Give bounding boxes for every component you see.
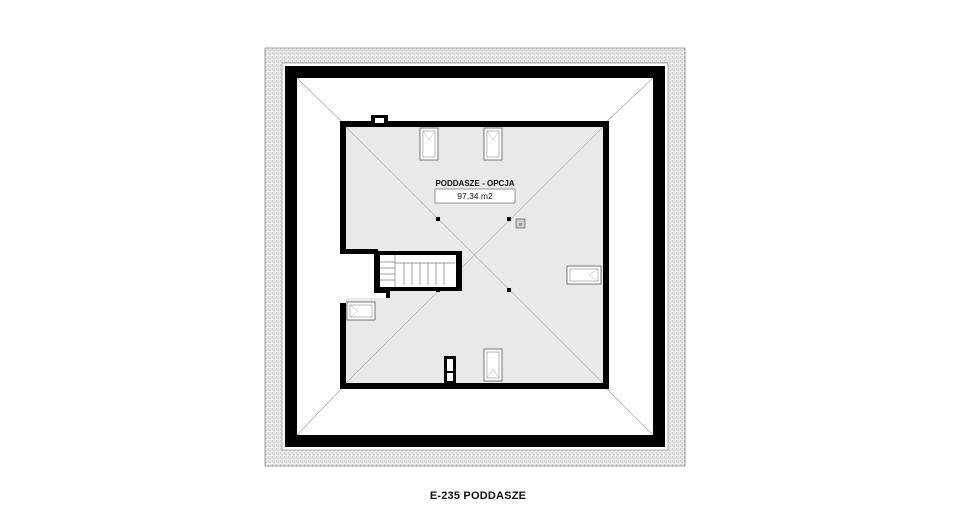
- staircase: [374, 251, 462, 291]
- roof-window-top-right: [483, 127, 503, 161]
- chimney-symbol: Ø: [515, 218, 526, 229]
- room-area-box: [434, 188, 516, 204]
- ridge-lines: [345, 126, 604, 384]
- room-name: PODDASZE - OPCJA: [435, 179, 514, 188]
- room-label-group: PODDASZE - OPCJA 97,34 m2: [434, 179, 516, 204]
- roof-window-right: [566, 265, 602, 285]
- drawing-caption: E-235 PODDASZE: [430, 490, 526, 502]
- vent-duct: [444, 356, 456, 383]
- chimney-symbol-label: Ø: [519, 222, 522, 227]
- roof-window-top-left: [419, 127, 439, 161]
- roof-hip-lines: [296, 77, 654, 436]
- roof-window-left: [346, 301, 376, 321]
- support-posts: [436, 217, 511, 292]
- chimney-stub: [375, 118, 384, 123]
- room-area: 97,34 m2: [457, 191, 493, 201]
- roof-window-bottom: [483, 348, 503, 382]
